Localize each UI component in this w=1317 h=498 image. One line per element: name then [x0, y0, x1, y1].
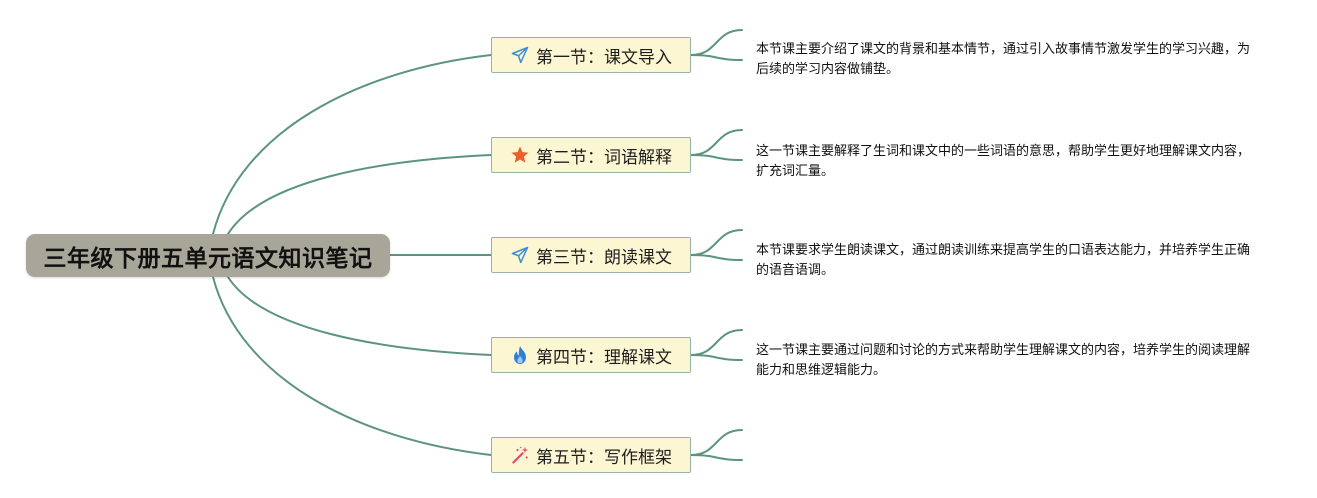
branch-note-3: 本节课要求学生朗读课文，通过朗读训练来提高学生的口语表达能力，并培养学生正确的语… — [756, 243, 1251, 278]
paper-plane-icon — [510, 45, 530, 65]
branch-note-1: 本节课主要介绍了课文的背景和基本情节，通过引入故事情节激发学生的学习兴趣，为后续… — [756, 42, 1251, 77]
star-icon — [510, 145, 530, 165]
link-root-branch-1 — [212, 54, 492, 235]
link-branch-3-a — [690, 229, 743, 256]
paper-plane-icon — [510, 245, 530, 265]
root-topic[interactable]: 三年级下册五单元语文知识笔记 — [26, 234, 390, 277]
link-branch-4-a — [690, 329, 743, 356]
branch-topic-5[interactable]: 第五节：写作框架 — [491, 437, 691, 473]
link-root-branch-5 — [212, 276, 492, 456]
link-root-branch-4 — [227, 276, 492, 356]
link-branch-1-a — [690, 29, 743, 56]
root-topic-label: 三年级下册五单元语文知识笔记 — [43, 245, 373, 272]
link-branch-4-b — [690, 354, 743, 361]
branch-note-4: 这一节课主要通过问题和讨论的方式来帮助学生理解课文的内容，培养学生的阅读理解能力… — [756, 343, 1251, 378]
branch-topic-1[interactable]: 第一节：课文导入 — [491, 37, 691, 73]
branch-topic-2[interactable]: 第二节：词语解释 — [491, 137, 691, 173]
link-branch-5-b — [690, 454, 743, 461]
link-branch-5-a — [690, 429, 743, 456]
magic-wand-icon — [510, 445, 530, 465]
flame-icon — [510, 345, 530, 365]
link-branch-3-b — [690, 254, 743, 261]
branch-topic-label: 第一节：课文导入 — [536, 47, 672, 68]
branch-topic-label: 第五节：写作框架 — [536, 447, 672, 468]
branch-note-2: 这一节课主要解释了生词和课文中的一些词语的意思，帮助学生更好地理解课文内容，扩充… — [756, 144, 1251, 179]
link-branch-2-a — [690, 129, 743, 156]
branch-topic-3[interactable]: 第三节：朗读课文 — [491, 237, 691, 273]
link-root-branch-2 — [227, 154, 492, 235]
branch-topic-label: 第四节：理解课文 — [536, 347, 672, 368]
link-branch-1-b — [690, 54, 743, 61]
branch-topic-label: 第三节：朗读课文 — [536, 247, 672, 268]
branch-topic-label: 第二节：词语解释 — [536, 147, 672, 168]
branch-topic-4[interactable]: 第四节：理解课文 — [491, 337, 691, 373]
link-branch-2-b — [690, 154, 743, 161]
